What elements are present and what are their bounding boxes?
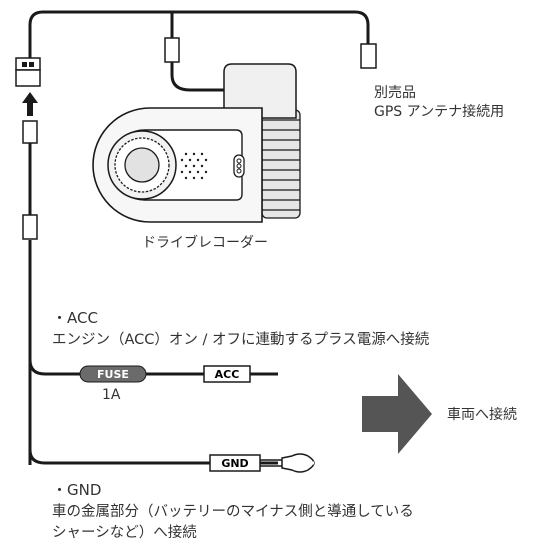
fuse-rating: 1A [102,387,121,403]
inline-connector-low [22,214,38,240]
fuse-label: FUSE [97,368,129,381]
gnd-description-line1: 車の金属部分（バッテリーのマイナス側と導通している [52,504,414,520]
acc-title: ・ACC [52,309,98,327]
gnd-description-line2: シャーシなど）へ接続 [52,525,197,541]
plug-connector [15,57,41,87]
gnd-connector-label: GND [221,457,248,470]
acc-description: エンジン（ACC）オン / オフに連動するプラス電源へ接続 [52,332,430,348]
connect-arrow-icon [22,92,38,116]
fuse [79,365,147,383]
gps-note-line1: 別売品 [374,85,416,101]
gnd-wire [28,449,278,465]
recorder-cable [170,12,226,92]
ring-terminal-icon [260,453,315,473]
vehicle-connection-label: 車両へ接続 [447,407,517,423]
gnd-connector [209,454,261,472]
acc-connector [203,365,251,383]
acc-connector-label: ACC [215,368,240,381]
vehicle-arrow-icon [362,374,432,454]
acc-wire [28,359,278,376]
main-cable [28,10,370,58]
recorder-label: ドライブレコーダー [142,235,268,251]
inline-connector-mid [22,120,38,144]
inline-connector-top [164,37,180,63]
drive-recorder-illustration [92,63,301,223]
gps-connector [360,43,377,69]
gps-note-line2: GPS アンテナ接続用 [374,104,505,120]
gnd-title: ・GND [52,481,102,499]
